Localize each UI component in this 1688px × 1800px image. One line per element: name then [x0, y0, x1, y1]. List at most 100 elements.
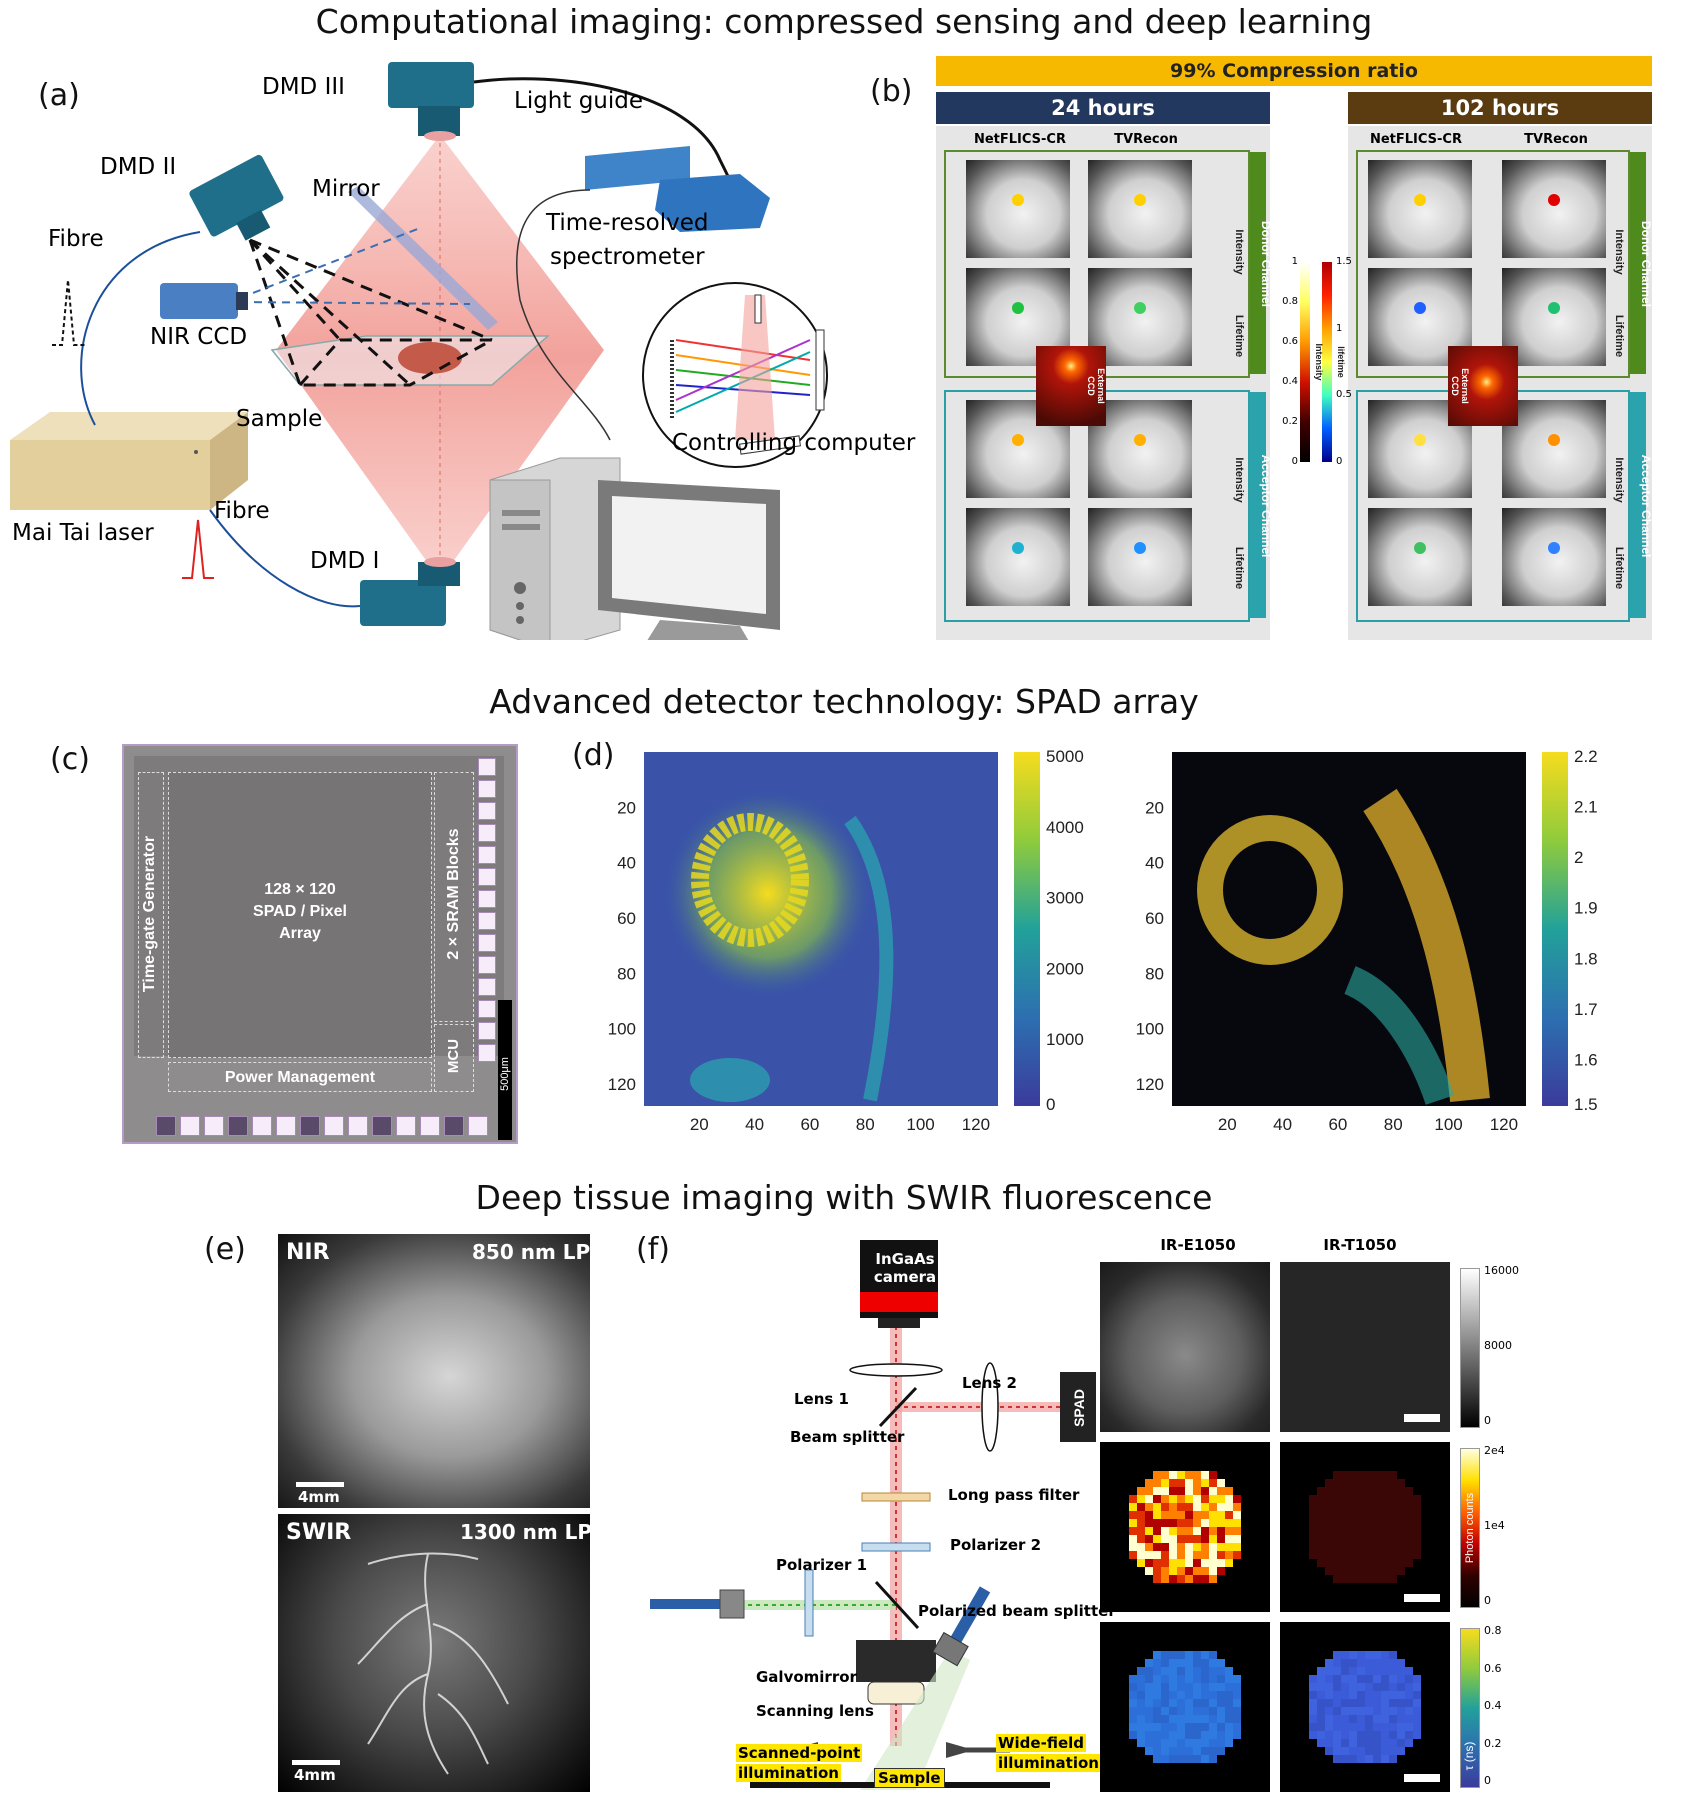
- scan-pixel: [1145, 1723, 1153, 1731]
- scan-pixel: [1193, 1707, 1201, 1715]
- colorbar-gray: [1460, 1268, 1480, 1428]
- scan-pixel: [1317, 1707, 1325, 1715]
- scan-pixel: [1153, 1731, 1161, 1739]
- scan-pixel: [1357, 1471, 1365, 1479]
- panel-c-chip: [122, 744, 518, 1144]
- scan-pixel: [1325, 1559, 1333, 1567]
- scan-pixel: [1373, 1691, 1381, 1699]
- scan-pixel: [1177, 1651, 1185, 1659]
- scan-pixel: [1137, 1487, 1145, 1495]
- scan-pixel: [1161, 1519, 1169, 1527]
- scan-pixel: [1405, 1699, 1413, 1707]
- chip-pad: [324, 1116, 344, 1136]
- scan-pixel: [1341, 1659, 1349, 1667]
- scan-pixel: [1341, 1519, 1349, 1527]
- scan-pixel: [1317, 1535, 1325, 1543]
- scan-pixel: [1373, 1651, 1381, 1659]
- scan-pixel: [1209, 1575, 1217, 1583]
- scan-pixel: [1317, 1715, 1325, 1723]
- scan-pixel: [1233, 1503, 1241, 1511]
- scan-pixel: [1325, 1543, 1333, 1551]
- scan-pixel: [1145, 1667, 1153, 1675]
- label-tau-ns: τ (ns): [1462, 1742, 1476, 1771]
- scan-pixel: [1225, 1535, 1233, 1543]
- scan-pixel: [1161, 1699, 1169, 1707]
- beam-splitter-shape: [878, 1386, 918, 1428]
- scan-pixel: [1397, 1715, 1405, 1723]
- scan-pixel: [1413, 1519, 1421, 1527]
- label-spectrometer-1: Time-resolved: [546, 210, 709, 236]
- scan-pixel: [1145, 1715, 1153, 1723]
- scan-pixel: [1225, 1723, 1233, 1731]
- scan-pixel: [1389, 1551, 1397, 1559]
- scan-pixel: [1161, 1707, 1169, 1715]
- scan-pixel: [1153, 1739, 1161, 1747]
- fluorescence-spot: [1012, 542, 1024, 554]
- scan-pixel: [1225, 1487, 1233, 1495]
- colorbar-tick: 1.7: [1574, 1000, 1598, 1019]
- scan-pixel: [1145, 1551, 1153, 1559]
- scan-pixel: [1153, 1723, 1161, 1731]
- scan-pixel: [1333, 1691, 1341, 1699]
- intensity-colorbar-tick: 1: [1291, 256, 1298, 267]
- label-light-guide: Light guide: [514, 88, 644, 114]
- chip-pad: [478, 1000, 496, 1018]
- scan-pixel: [1209, 1551, 1217, 1559]
- scan-pixel: [1145, 1479, 1153, 1487]
- scan-pixel: [1193, 1567, 1201, 1575]
- scan-pixel: [1413, 1707, 1421, 1715]
- scan-pixel: [1325, 1731, 1333, 1739]
- fluorescence-spot: [1134, 302, 1146, 314]
- scan-pixel: [1317, 1667, 1325, 1675]
- scan-pixel: [1209, 1723, 1217, 1731]
- scan-pixel: [1225, 1675, 1233, 1683]
- scan-pixel: [1169, 1519, 1177, 1527]
- scan-pixel: [1397, 1675, 1405, 1683]
- scan-pixel: [1349, 1551, 1357, 1559]
- scan-pixel: [1153, 1519, 1161, 1527]
- scan-pixel: [1413, 1731, 1421, 1739]
- scan-pixel: [1365, 1487, 1373, 1495]
- scan-pixel: [1389, 1511, 1397, 1519]
- scan-pixel: [1341, 1495, 1349, 1503]
- scan-pixel: [1405, 1715, 1413, 1723]
- panel-label-e: (e): [204, 1232, 246, 1267]
- scan-pixel: [1389, 1535, 1397, 1543]
- scan-pixel: [1341, 1731, 1349, 1739]
- colorbar-tick: 3000: [1046, 889, 1084, 908]
- scan-pixel: [1185, 1691, 1193, 1699]
- scan-pixel: [1129, 1495, 1137, 1503]
- scan-pixel: [1225, 1551, 1233, 1559]
- scan-pixel: [1373, 1479, 1381, 1487]
- scan-pixel: [1397, 1699, 1405, 1707]
- scan-pixel: [1185, 1487, 1193, 1495]
- y-axis-tick: 80: [617, 964, 636, 983]
- scan-pixel: [1357, 1723, 1365, 1731]
- panel-label-c: (c): [50, 742, 90, 777]
- scan-pixel: [1169, 1527, 1177, 1535]
- scan-pixel: [1201, 1699, 1209, 1707]
- label-spad: SPAD: [1071, 1389, 1087, 1427]
- scan-pixel: [1373, 1551, 1381, 1559]
- scan-pixel: [1349, 1715, 1357, 1723]
- scan-pixel: [1341, 1691, 1349, 1699]
- scan-pixel: [1201, 1471, 1209, 1479]
- y-axis-tick: 40: [1145, 854, 1164, 873]
- scan-pixel: [1177, 1487, 1185, 1495]
- image-e1050-widefield: [1100, 1262, 1270, 1432]
- scan-pixel: [1373, 1683, 1381, 1691]
- scan-pixel: [1225, 1495, 1233, 1503]
- scan-pixel: [1389, 1675, 1397, 1683]
- scan-pixel: [1185, 1519, 1193, 1527]
- scan-pixel: [1137, 1495, 1145, 1503]
- scan-pixel: [1309, 1535, 1317, 1543]
- scan-pixel: [1217, 1487, 1225, 1495]
- scan-pixel: [1145, 1503, 1153, 1511]
- scan-pixel: [1177, 1747, 1185, 1755]
- scan-pixel: [1357, 1747, 1365, 1755]
- label-scanned-point-2: illumination: [736, 1764, 841, 1782]
- scan-pixel: [1217, 1551, 1225, 1559]
- fluorescence-spot: [1134, 194, 1146, 206]
- scan-pixel: [1357, 1675, 1365, 1683]
- mouse-thumbnail: [1088, 508, 1192, 606]
